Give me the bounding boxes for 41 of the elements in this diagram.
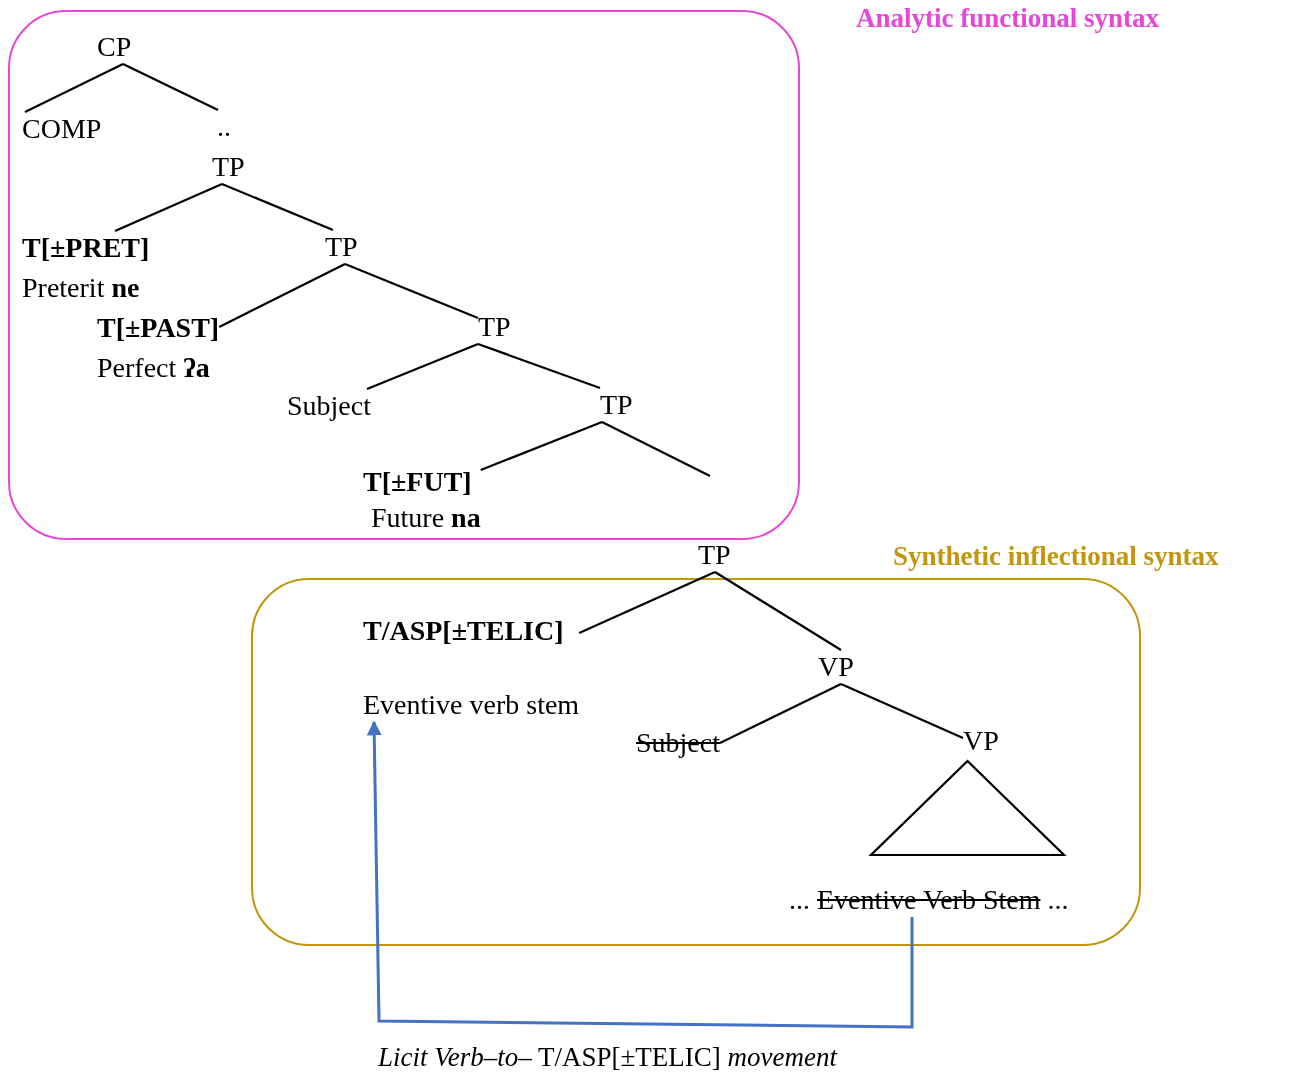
word-label: Preterit ne [22,271,140,305]
word-label: ... [1047,883,1069,917]
feature-label: T/ASP[±TELIC] [363,614,564,648]
tree-branch [578,571,716,634]
word-label: Eventive verb stem [363,688,580,722]
tree-branch [122,63,219,111]
tree-branch [714,571,842,651]
word-label: Perfect ʔa [97,351,210,385]
tree-branch [480,420,603,472]
phrase-label: TP [478,310,511,344]
ellipsis-label: .. [217,110,231,144]
tree-branch [24,63,124,113]
phrase-label: CP [97,30,132,64]
tree-branch [840,683,964,739]
feature-label: T[±PAST] [97,311,220,345]
tree-branch [366,343,479,390]
movement-arrow [366,720,914,1029]
tree-branch [114,183,223,232]
tree-branch [719,683,842,744]
subject-label: Subject [287,389,371,423]
word-label: Future na [371,501,481,535]
phrase-label: VP [963,724,999,758]
tree-branch [344,263,479,319]
phrase-label: TP [325,230,358,264]
phrase-label: TP [600,388,633,422]
tree-branch [218,263,346,328]
feature-label: T[±PRET] [22,231,150,265]
word-label: Eventive Verb Stem [817,883,1041,917]
feature-label: T[±FUT] [363,465,472,499]
word-label: ... [789,883,810,917]
triangle-shape [870,760,1065,857]
phrase-label: VP [818,650,854,684]
phrase-label: TP [698,538,731,572]
tree-branch [221,183,334,231]
phrase-label: TP [212,150,245,184]
subject-label: Subject [636,726,720,760]
tree-branch [601,421,711,477]
head-label: COMP [22,112,102,146]
group-title: Synthetic inflectional syntax [893,540,1219,572]
group-title: Analytic functional syntax [856,2,1160,34]
tree-branch [477,342,601,390]
